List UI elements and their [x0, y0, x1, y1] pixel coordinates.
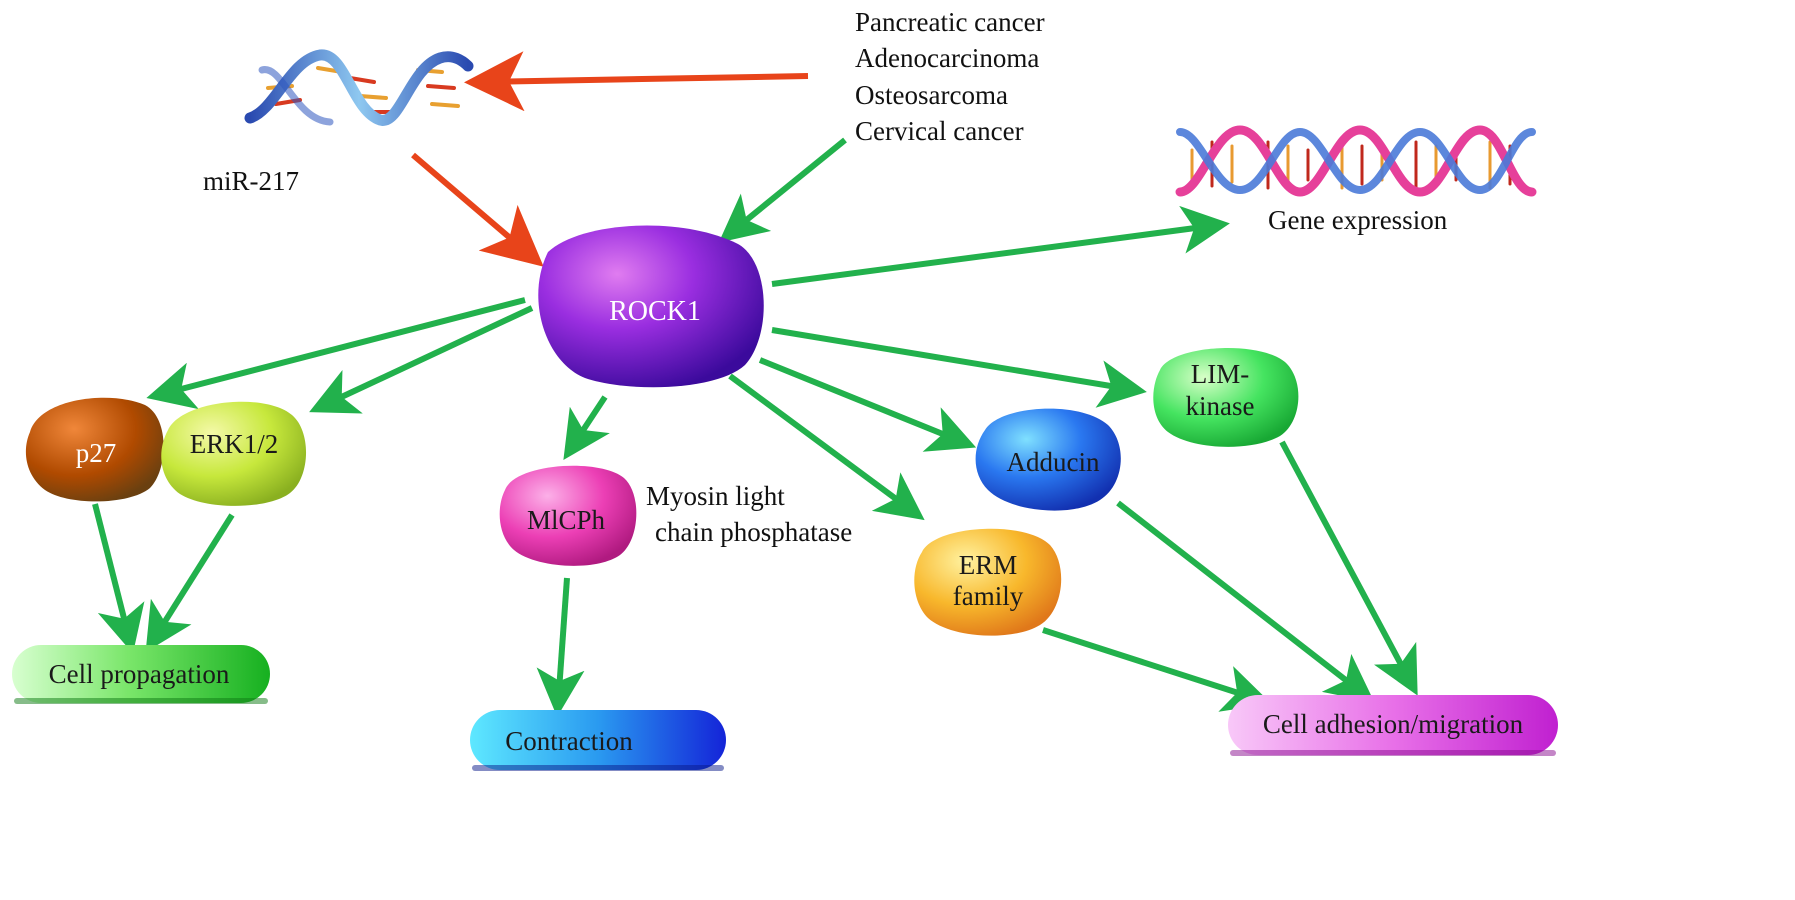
gene-expression-label: Gene expression [1268, 205, 1448, 235]
rock1-label: ROCK1 [609, 296, 701, 327]
arrow-lim-to-adhesion [1279, 440, 1418, 696]
mirna-label: miR-217 [203, 166, 299, 196]
node-rock1: ROCK1 [538, 225, 764, 388]
mlcph-label: MlCPh [527, 505, 606, 535]
arrow-mlcph-to-contraction [536, 577, 585, 717]
arrow-rock1-to-erk [309, 305, 534, 414]
node-mlcph: MlCPh [499, 465, 637, 566]
erm-label-line2: family [953, 581, 1024, 611]
gene-expression-dna-icon [1175, 125, 1537, 197]
outcome-cell-propagation: Cell propagation [12, 645, 270, 704]
mirna-dna-icon [244, 49, 474, 126]
arrow-cancers-to-mirna [464, 51, 809, 112]
outcome-cell-adhesion: Cell adhesion/migration [1228, 695, 1558, 756]
arrow-cancers-to-rock1 [718, 137, 847, 243]
cell-propagation-label: Cell propagation [49, 659, 230, 689]
node-erk: ERK1/2 [161, 401, 307, 506]
cancer-item: Adenocarcinoma [855, 43, 1039, 73]
node-adducin: Adducin [975, 408, 1121, 511]
node-erm: ERM family [914, 528, 1062, 636]
arrow-mirna-to-rock1 [411, 152, 544, 267]
mlcph-description: Myosin light [646, 481, 785, 511]
mlcph-description: chain phosphatase [655, 517, 852, 547]
p27-label: p27 [76, 438, 117, 468]
erk-label: ERK1/2 [190, 429, 279, 459]
cancer-item: Osteosarcoma [855, 80, 1008, 110]
erm-label-line1: ERM [959, 550, 1018, 580]
outcome-contraction: Contraction [470, 710, 726, 771]
arrow-erk-to-propagation [145, 513, 235, 653]
arrow-rock1-to-adducin [758, 357, 977, 452]
arrow-rock1-to-lim [771, 327, 1147, 408]
lim-label-line1: LIM- [1191, 359, 1249, 389]
cancer-item: Cervical cancer [855, 116, 1024, 146]
cell-adhesion-label: Cell adhesion/migration [1263, 709, 1524, 739]
adducin-label: Adducin [1007, 447, 1100, 477]
node-p27: p27 [25, 397, 164, 502]
arrow-rock1-to-p27 [146, 297, 526, 410]
arrow-p27-to-propagation [92, 503, 145, 654]
contraction-label: Contraction [505, 726, 633, 756]
arrow-rock1-to-erm [728, 373, 925, 521]
arrows [92, 51, 1418, 717]
arrow-erm-to-adhesion [1042, 627, 1272, 712]
arrow-rock1-to-mlcph [563, 395, 610, 461]
node-lim-kinase: LIM- kinase [1153, 348, 1299, 447]
cancer-list: Pancreatic cancer Adenocarcinoma Osteosa… [855, 7, 1045, 146]
arrow-rock1-to-gene-expression [771, 205, 1230, 287]
arrow-adducin-to-adhesion [1116, 500, 1375, 703]
cancer-item: Pancreatic cancer [855, 7, 1045, 37]
lim-label-line2: kinase [1186, 391, 1255, 421]
